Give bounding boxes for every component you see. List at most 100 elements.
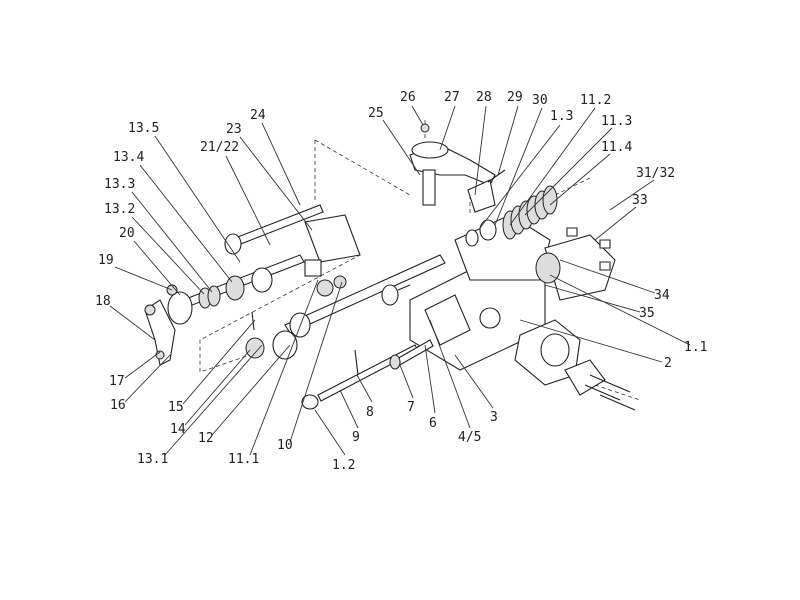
leader-line-27 <box>439 105 456 151</box>
label-16: 16 <box>110 398 126 413</box>
ring-13-5 <box>251 267 273 293</box>
label-4-5: 4/5 <box>458 430 481 445</box>
label-10: 10 <box>277 438 293 453</box>
leader-line-13-2 <box>131 216 205 295</box>
leader-line-20 <box>133 240 181 296</box>
label-13-1: 13.1 <box>137 452 168 467</box>
block-21-22 <box>304 259 322 277</box>
connector-35 <box>381 284 399 306</box>
leader-line-13-5 <box>154 135 241 263</box>
nut-26 <box>420 123 430 133</box>
leader-line-12 <box>211 344 291 436</box>
leader-line-23 <box>239 136 313 231</box>
shaft-24-end <box>224 233 242 255</box>
spindle-25 <box>422 169 436 206</box>
block-10 <box>316 279 334 297</box>
pump-flange <box>564 359 636 411</box>
leader-line-30 <box>494 107 543 226</box>
leader-line-7 <box>399 364 414 399</box>
leader-line-14 <box>184 349 251 426</box>
label-34: 34 <box>654 288 670 303</box>
bolts-31-32 <box>566 227 611 271</box>
leader-line-17 <box>124 351 161 379</box>
leader-line-1-2 <box>314 409 346 456</box>
label-14: 14 <box>170 422 186 437</box>
leader-line-13-4 <box>139 164 233 283</box>
parts <box>144 123 636 411</box>
leader-line-11-3 <box>524 127 613 216</box>
bolt-18 <box>144 304 156 316</box>
leader-line-15 <box>182 319 256 405</box>
leader-line-29 <box>497 105 519 176</box>
leader-line-2 <box>519 319 663 363</box>
label-11-1: 11.1 <box>228 452 259 467</box>
leader-lines <box>109 105 691 456</box>
pin-8 <box>354 349 359 376</box>
label-2: 2 <box>664 356 672 371</box>
leader-line-25 <box>382 119 421 176</box>
label-31-32: 31/32 <box>636 166 675 181</box>
label-6: 6 <box>429 416 437 431</box>
label-13-5: 13.5 <box>128 121 159 136</box>
label-33: 33 <box>632 193 648 208</box>
cover-33 <box>544 234 616 301</box>
part-12 <box>272 330 298 360</box>
label-7: 7 <box>407 400 415 415</box>
leader-line-24 <box>261 122 301 206</box>
label-27: 27 <box>444 90 460 105</box>
label-24: 24 <box>250 108 266 123</box>
label-13-3: 13.3 <box>104 177 135 192</box>
leader-line-16 <box>124 354 171 403</box>
label-30: 30 <box>532 93 548 108</box>
leader-line-1-3 <box>479 124 561 229</box>
leader-line-34 <box>559 259 656 294</box>
leader-line-13-1 <box>164 344 263 456</box>
leader-line-31-32 <box>609 179 655 211</box>
plate-23 <box>304 214 361 263</box>
label-35: 35 <box>639 306 655 321</box>
label-18: 18 <box>95 294 111 309</box>
label-12: 12 <box>198 431 214 446</box>
leader-line-3 <box>454 354 494 409</box>
label-11-3: 11.3 <box>601 114 632 129</box>
label-9: 9 <box>352 430 360 445</box>
shaft-11-1 <box>284 254 446 334</box>
leader-line-19 <box>114 266 173 291</box>
label-8: 8 <box>366 405 374 420</box>
label-17: 17 <box>109 374 125 389</box>
leader-line-28 <box>474 105 487 196</box>
ring-7 <box>389 354 401 370</box>
label-13-2: 13.2 <box>104 202 135 217</box>
ring-13-1 <box>245 337 265 359</box>
arm-hub <box>411 141 449 159</box>
label-11-2: 11.2 <box>580 93 611 108</box>
leader-line-6 <box>424 344 436 414</box>
label-26: 26 <box>400 90 416 105</box>
label-13-4: 13.4 <box>113 150 144 165</box>
leader-line-33 <box>594 206 637 241</box>
label-19: 19 <box>98 253 114 268</box>
leader-line-11-4 <box>549 153 611 206</box>
label-20: 20 <box>119 226 135 241</box>
label-29: 29 <box>507 90 523 105</box>
leader-line-13-3 <box>131 191 213 293</box>
label-3: 3 <box>490 410 498 425</box>
leader-line-4-5 <box>429 319 471 429</box>
label-15: 15 <box>168 400 184 415</box>
leader-line-11-2 <box>509 107 596 226</box>
bushing-11-1 <box>289 312 311 338</box>
leader-line-26 <box>411 105 424 126</box>
label-1-1: 1.1 <box>684 340 707 355</box>
bushing-1-2 <box>301 394 319 410</box>
ring-13-4 <box>225 275 245 301</box>
leader-line-11-1 <box>249 279 319 456</box>
ring-30 <box>479 219 497 241</box>
label-1-2: 1.2 <box>332 458 355 473</box>
part-20 <box>167 291 193 325</box>
ring-1-3 <box>465 229 479 247</box>
label-11-4: 11.4 <box>601 140 632 155</box>
leader-line-10 <box>289 281 343 443</box>
pump-face <box>540 333 570 367</box>
